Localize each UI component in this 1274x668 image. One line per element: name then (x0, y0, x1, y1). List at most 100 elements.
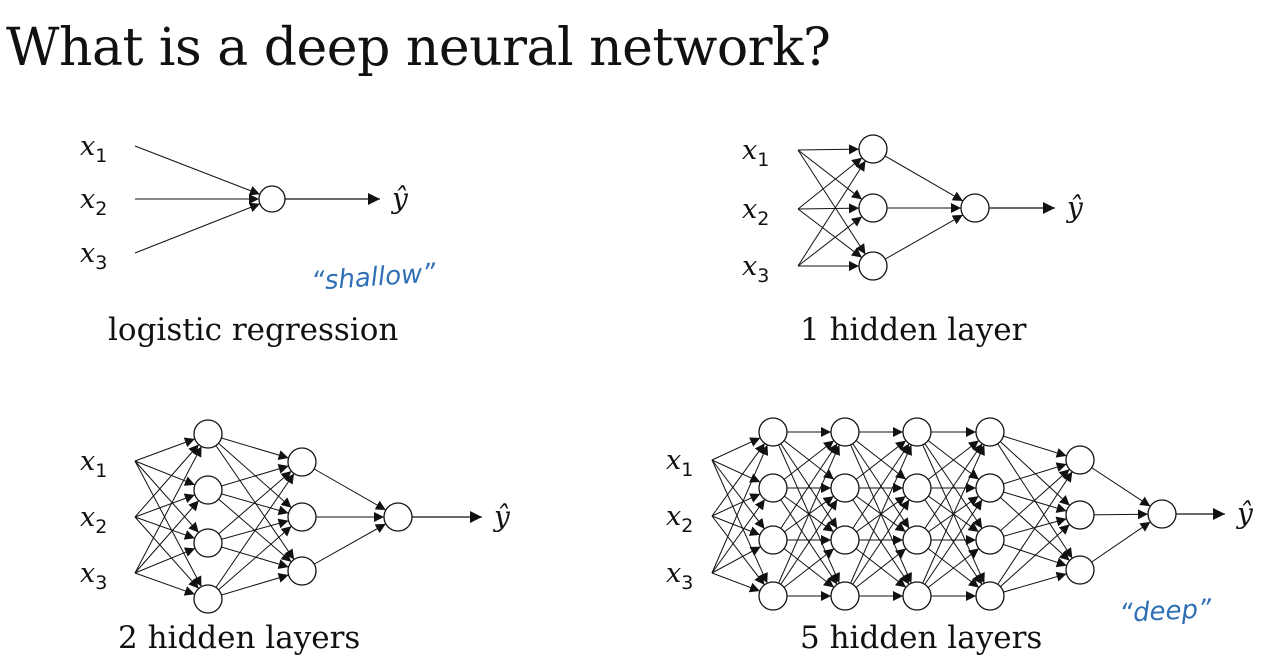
hidden-unit-node (858, 134, 888, 164)
input-subscript: 3 (757, 265, 769, 287)
connection-edge (772, 444, 840, 597)
hidden-unit-node (1065, 445, 1095, 475)
one-hidden-layer-network: ŷ x1 x2 x3 (742, 134, 1084, 287)
connection-edge (844, 487, 910, 585)
connection-edge (711, 515, 765, 586)
connection-edge (207, 470, 292, 544)
connection-edge (989, 523, 1070, 597)
hidden-unit-node (758, 417, 788, 447)
connection-edge (872, 148, 964, 202)
connection-edge (134, 444, 200, 518)
connection-edge (134, 202, 261, 254)
input-subscript: 3 (681, 572, 693, 594)
input-subscript: 2 (95, 516, 107, 538)
hidden-unit-node (193, 528, 223, 558)
slide-title: What is a deep neural network? (6, 18, 831, 78)
connection-edge (207, 525, 292, 600)
connection-edge (916, 487, 983, 585)
input-label-x1: x1 (742, 135, 769, 171)
input-label-x3: x3 (742, 251, 769, 287)
connection-edge (134, 547, 196, 574)
input-label-x2: x2 (80, 184, 107, 220)
connection-edge (301, 461, 387, 511)
hidden-unit-node (287, 502, 317, 532)
connection-edge (207, 433, 295, 560)
hidden-unit-node (830, 525, 860, 555)
connection-edge (134, 437, 196, 462)
hidden-unit-node (975, 525, 1005, 555)
hidden-unit-node (758, 581, 788, 611)
hidden-unit-node (287, 447, 317, 477)
output-unit-node (1147, 499, 1177, 529)
connection-edge (207, 473, 295, 600)
connection-edge (797, 149, 863, 200)
connection-edge (134, 516, 200, 589)
connection-edge (872, 214, 964, 267)
connection-edge (797, 157, 863, 210)
connection-edge (916, 443, 983, 541)
input-subscript: 2 (95, 198, 107, 220)
connection-edge (797, 203, 860, 214)
hidden-unit-node (830, 473, 860, 503)
deep-annotation: “deep” (1119, 594, 1213, 629)
output-unit-node (960, 193, 990, 223)
connection-edge (797, 216, 863, 267)
connection-edge (989, 468, 1070, 541)
input-subscript: 1 (95, 145, 107, 167)
output-label-yhat: ŷ (492, 500, 511, 533)
caption-logistic-regression: logistic regression (108, 312, 399, 348)
connection-edge (844, 443, 910, 541)
caption-two-hidden-layers: 2 hidden layers (118, 620, 361, 656)
output-unit-node (258, 185, 286, 213)
connection-edge (134, 493, 196, 518)
hidden-unit-node (1065, 555, 1095, 585)
input-label-x1: x1 (80, 446, 107, 482)
hidden-unit-node (902, 525, 932, 555)
connection-edge (134, 516, 195, 540)
connection-edge (989, 471, 1073, 597)
caption-five-hidden-layers: 5 hidden layers (800, 620, 1043, 656)
input-label-x2: x2 (742, 194, 769, 230)
connection-edge (772, 431, 838, 529)
hidden-unit-node (758, 473, 788, 503)
output-label-yhat: ŷ (390, 182, 409, 215)
connection-edge (134, 460, 196, 486)
shallow-annotation: “shallow” (310, 258, 437, 297)
hidden-unit-node (830, 417, 860, 447)
input-subscript: 3 (95, 572, 107, 594)
input-label-x3: x3 (666, 558, 693, 594)
input-subscript: 1 (95, 460, 107, 482)
connection-edge (797, 144, 860, 155)
connection-edge (797, 149, 866, 255)
connection-edge (711, 499, 766, 574)
connection-edge (916, 444, 985, 597)
input-subscript: 1 (757, 149, 769, 171)
hidden-unit-node (858, 193, 888, 223)
connection-edge (134, 446, 202, 574)
connection-edge (772, 487, 838, 585)
hidden-unit-node (193, 584, 223, 614)
output-label-yhat: ŷ (1235, 497, 1254, 530)
connection-edge (711, 459, 768, 584)
hidden-unit-node (975, 581, 1005, 611)
connection-edge (711, 437, 761, 461)
connection-edge (711, 515, 761, 536)
input-label-x3: x3 (80, 558, 107, 594)
connection-edge (711, 546, 761, 574)
connection-edge (989, 431, 1073, 559)
hidden-unit-node (830, 581, 860, 611)
connection-edge (134, 460, 200, 533)
connection-edge (989, 431, 1071, 506)
connection-edge (134, 500, 200, 574)
connection-edge (134, 460, 202, 587)
output-label-yhat: ŷ (1065, 191, 1084, 224)
input-subscript: 3 (95, 252, 107, 274)
connection-edge (711, 444, 769, 574)
output-unit-node (383, 502, 413, 532)
hidden-unit-node (287, 556, 317, 586)
connection-edge (711, 493, 761, 517)
connection-edge (207, 433, 292, 509)
